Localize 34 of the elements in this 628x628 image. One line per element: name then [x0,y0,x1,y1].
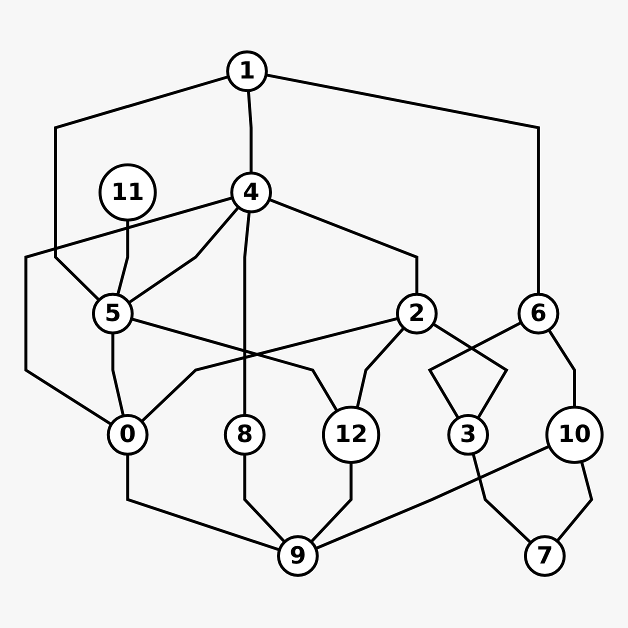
connector [243,454,286,544]
connector [268,198,418,295]
connector [116,220,130,296]
connector [310,462,353,544]
node-circle: 7 [524,536,566,578]
connector [140,317,398,423]
connector [548,330,576,408]
node-circle: 12 [322,406,380,464]
node-circle: 9 [277,536,319,578]
connector [266,74,540,295]
connector [243,212,251,416]
connector [111,333,125,417]
connector [246,90,253,174]
node-circle: 0 [106,414,149,456]
node-circle: 3 [447,414,490,456]
node-circle: 10 [545,406,604,464]
node-circle: 5 [92,293,134,335]
connector [128,206,240,304]
node-circle: 8 [224,414,266,456]
connector [126,454,280,552]
connector [428,322,522,420]
node-circle: 4 [230,172,272,214]
connector [356,327,405,409]
connector [556,462,594,542]
connector [131,318,338,412]
connector [472,454,532,544]
connector [24,196,233,426]
connector [432,323,508,420]
node-circle: 11 [98,164,157,222]
connector [315,445,550,550]
node-circle: 1 [226,50,268,92]
node-circle: 2 [396,293,438,335]
node-circle: 6 [518,293,560,335]
connector [54,76,229,302]
